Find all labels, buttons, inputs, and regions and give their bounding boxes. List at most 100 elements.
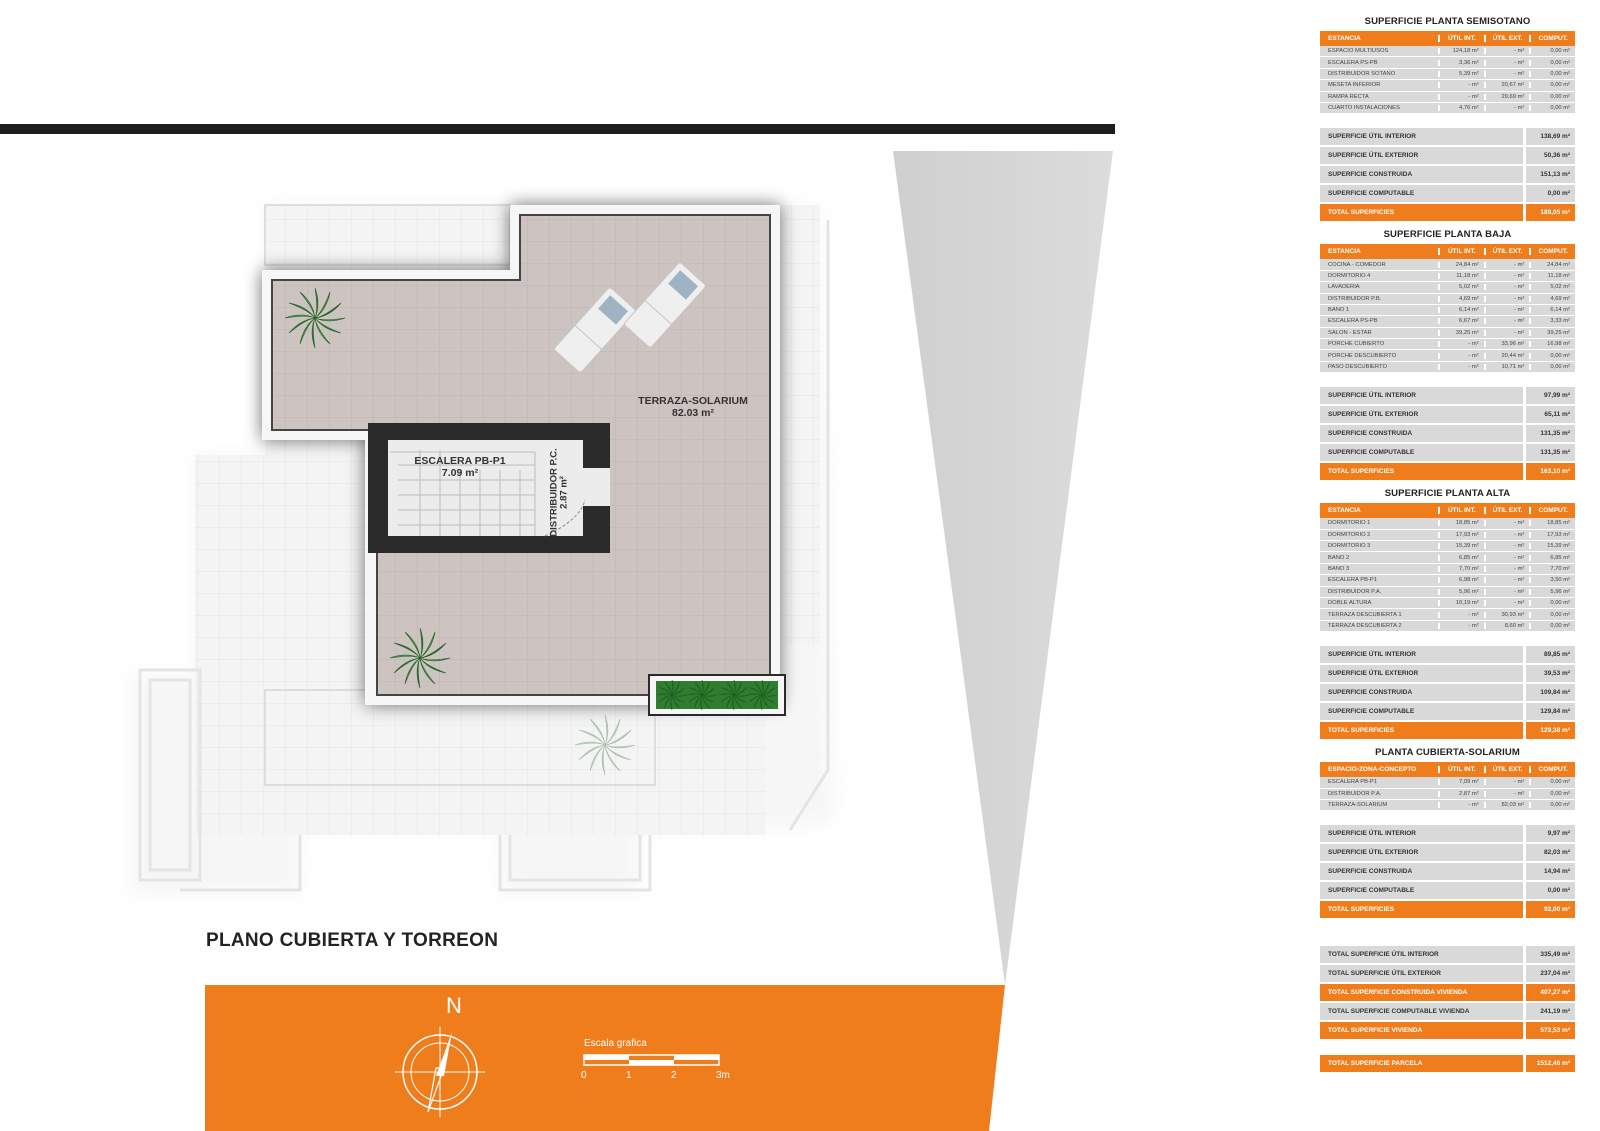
table-cell: 17,93 m²	[1547, 531, 1571, 538]
header-cell: COMPUT.	[1538, 35, 1568, 42]
summary-value: 92,00 m²	[1526, 901, 1575, 919]
table-cell: - m²	[1486, 48, 1532, 55]
table-cell: BAÑO 1	[1320, 307, 1440, 314]
table-cell: MESETA INFERIOR	[1320, 82, 1440, 89]
summary-label: SUPERFICIE ÚTIL INTERIOR	[1320, 128, 1523, 146]
table-cell: 18,85 m²	[1440, 520, 1486, 527]
table-cell: - m²	[1486, 779, 1532, 786]
header-cell: ÚTIL INT.	[1440, 507, 1486, 515]
summary-label: TOTAL SUPERFICIE ÚTIL EXTERIOR	[1320, 965, 1523, 983]
table-cell: ESPACIO MULTIUSOS	[1320, 48, 1440, 55]
table-cell: 29,69 m²	[1486, 93, 1532, 100]
summary-value: 39,53 m²	[1526, 665, 1575, 683]
header-cell: ESTANCIA	[1320, 507, 1440, 515]
table-cell: - m²	[1486, 70, 1532, 77]
summary-value: 97,99 m²	[1526, 387, 1575, 405]
table-cell: 0,00 m²	[1550, 48, 1571, 55]
table-cell: 82,03 m²	[1486, 802, 1532, 809]
summary-label: TOTAL SUPERFICIE CONSTRUIDA VIVIENDA	[1320, 984, 1523, 1002]
table-cell: 4,69 m²	[1440, 295, 1486, 302]
header-cell: ÚTIL INT.	[1440, 248, 1486, 256]
table-cell: 3,50 m²	[1550, 577, 1571, 584]
table-cell: 20,67 m²	[1486, 82, 1532, 89]
header-cell: ESTANCIA	[1320, 35, 1440, 42]
summary-value: 138,69 m²	[1526, 128, 1575, 146]
table-cell: - m²	[1486, 520, 1532, 527]
table-cell: PORCHE DESCUBIERTO	[1320, 352, 1440, 359]
palm-plant-icon	[284, 287, 346, 349]
table-cell: - m²	[1486, 543, 1532, 550]
section-title: PLANTA CUBIERTA-SOLARIUM	[1375, 747, 1520, 759]
summary-label: TOTAL SUPERFICIES	[1320, 204, 1523, 222]
summary-label: SUPERFICIE COMPUTABLE	[1320, 882, 1523, 900]
summary-label: SUPERFICIE ÚTIL INTERIOR	[1320, 646, 1523, 664]
table-cell: 0,00 m²	[1550, 790, 1571, 797]
table-cell: 3,36 m²	[1440, 59, 1486, 66]
table-cell: 0,00 m²	[1550, 59, 1571, 66]
room-label-distribuidor: DISTRIBUIDOR P.C. 2.87 m²	[549, 442, 571, 542]
table-cell: 39,25 m²	[1440, 329, 1486, 336]
summary-value: 129,84 m²	[1526, 703, 1575, 721]
summary-label: SUPERFICIE CONSTRUIDA	[1320, 425, 1523, 443]
scale-tick: 3m	[716, 1070, 730, 1081]
header-cell: ÚTIL INT.	[1440, 35, 1486, 42]
table-cell: 10,19 m²	[1440, 600, 1486, 607]
table-cell: 5,39 m²	[1440, 70, 1486, 77]
table-cell: 0,00 m²	[1550, 105, 1571, 112]
header-cell: COMPUT.	[1538, 507, 1568, 515]
table-cell: 11,18 m²	[1440, 272, 1486, 279]
table-cell: - m²	[1440, 364, 1486, 371]
table-cell: 0,00 m²	[1550, 802, 1571, 809]
palm-plant-icon	[718, 679, 750, 711]
summary-label: SUPERFICIE ÚTIL EXTERIOR	[1320, 665, 1523, 683]
table-cell: - m²	[1486, 588, 1532, 595]
table-cell: - m²	[1486, 105, 1532, 112]
header-cell: ÚTIL EXT.	[1486, 248, 1532, 256]
table-cell: 0,00 m²	[1550, 779, 1571, 786]
table-cell: TERRAZA-SOLARIUM	[1320, 802, 1440, 809]
summary-value: 109,84 m²	[1526, 684, 1575, 702]
table-cell: DORMITORIO 4	[1320, 272, 1440, 279]
table-cell: 0,00 m²	[1550, 622, 1571, 629]
table-cell: 24,84 m²	[1440, 261, 1486, 268]
summary-label: SUPERFICIE COMPUTABLE	[1320, 185, 1523, 203]
table-cell: 2,87 m²	[1440, 790, 1486, 797]
table-cell: 11,18 m²	[1547, 272, 1571, 279]
table-cell: DISTRIBUIDOR SOTANO	[1320, 70, 1440, 77]
table-cell: 24,84 m²	[1547, 261, 1571, 268]
sun-lounger-icon	[554, 287, 636, 373]
table-cell: 6,85 m²	[1440, 554, 1486, 561]
header-cell: ÚTIL EXT.	[1486, 507, 1532, 515]
summary-label: SUPERFICIE ÚTIL EXTERIOR	[1320, 406, 1523, 424]
table-cell: - m²	[1486, 272, 1532, 279]
summary-value: 335,49 m²	[1526, 946, 1575, 964]
table-cell: 0,00 m²	[1550, 364, 1571, 371]
table-cell: 4,69 m²	[1550, 295, 1571, 302]
table-cell: 8,60 m²	[1486, 622, 1532, 629]
table-cell: - m²	[1486, 566, 1532, 572]
